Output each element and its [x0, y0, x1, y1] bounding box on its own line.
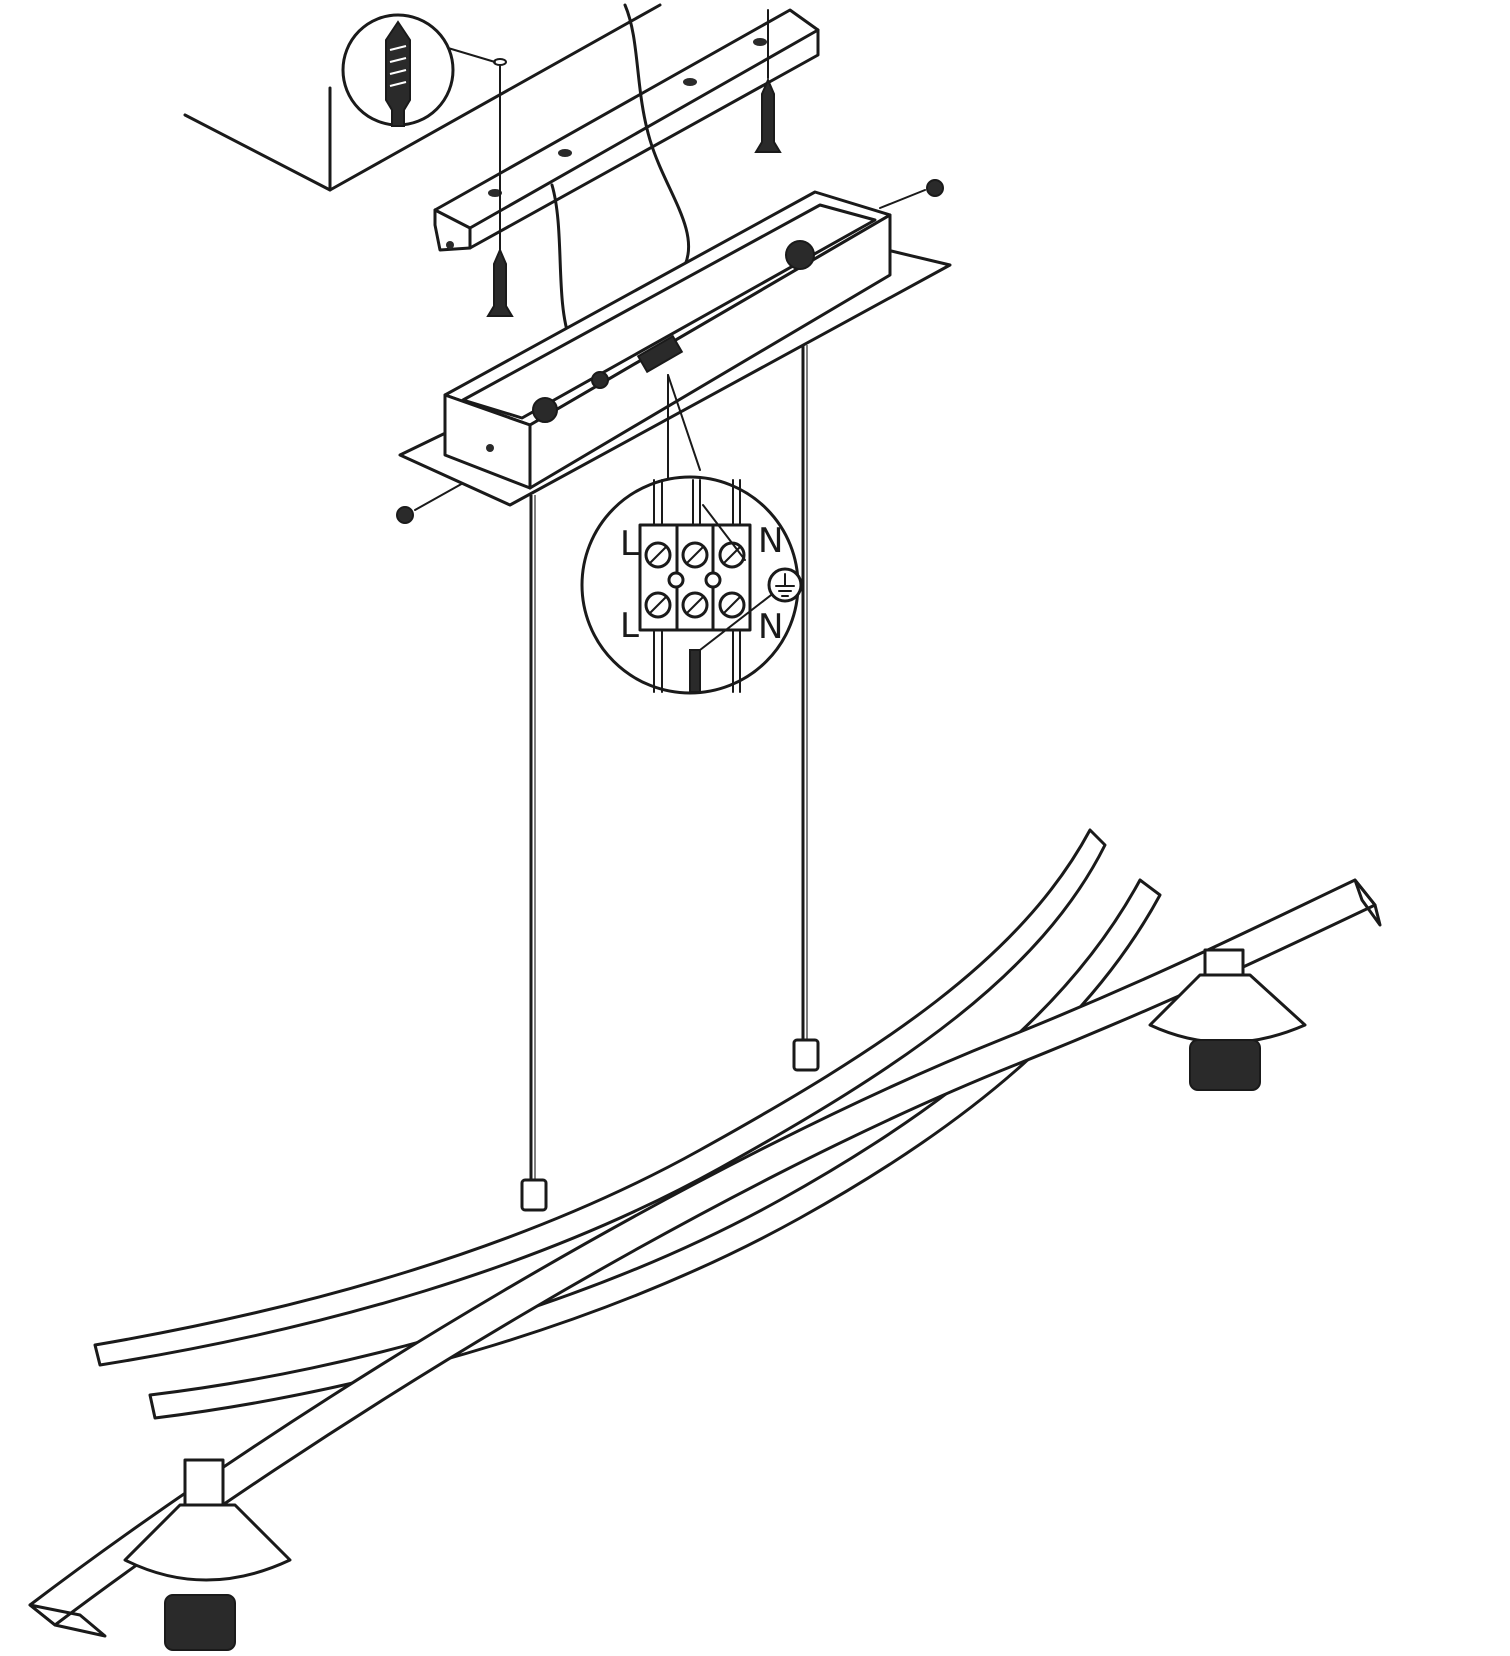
- cable-gripper-left: [520, 1178, 548, 1212]
- canopy-box: [443, 190, 892, 490]
- ceiling: [183, 3, 662, 192]
- screw-icon: [754, 9, 782, 153]
- earth-ground-icon: [767, 567, 803, 603]
- terminal-detail: L N L N: [580, 475, 803, 695]
- lamp-head-right: [1148, 948, 1307, 1091]
- light-arm-back-right: [148, 878, 1162, 1420]
- terminal-block-detail: [638, 479, 776, 693]
- screw-icon: [879, 179, 944, 209]
- label-neutral-in: N: [758, 521, 783, 561]
- wall-plug-icon: [385, 20, 411, 127]
- terminal-block: [636, 334, 684, 374]
- mounting-bracket: [433, 8, 820, 252]
- light-arm-back-left: [93, 828, 1107, 1367]
- cable-gripper-right: [792, 1038, 820, 1072]
- suspension-cable-right: [792, 345, 820, 1072]
- lamp-head-left: [123, 1458, 292, 1651]
- suspension-cable-left: [520, 495, 548, 1212]
- label-line-out: L: [620, 606, 639, 646]
- label-line-in: L: [620, 524, 639, 564]
- cable-grip: [532, 397, 558, 423]
- label-neutral-out: N: [758, 607, 783, 647]
- screw-icon: [486, 64, 514, 317]
- wall-plug-detail: [341, 13, 507, 127]
